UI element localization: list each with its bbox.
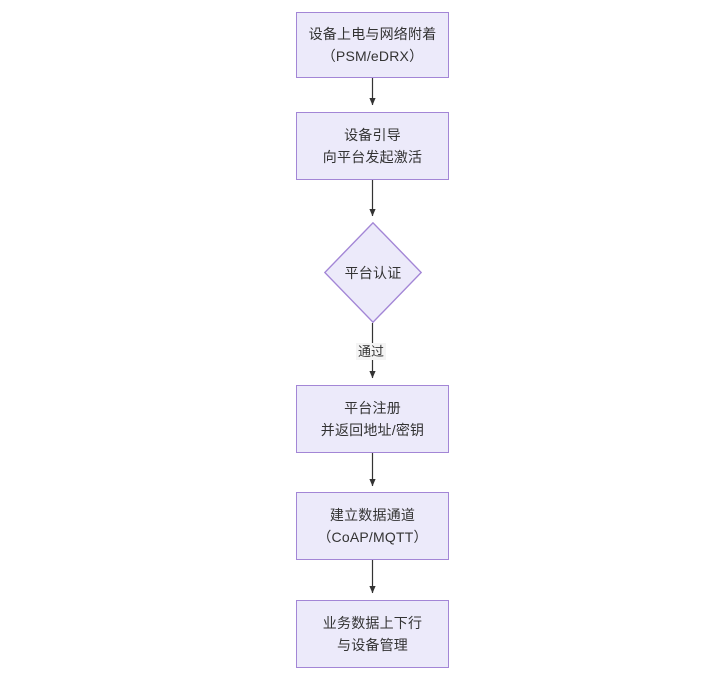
edge-label-pass: 通过	[356, 343, 387, 360]
node-label-line: （PSM/eDRX）	[321, 48, 424, 64]
node-label-line: 向平台发起激活	[322, 149, 423, 165]
diamond-shape-icon	[324, 222, 422, 323]
node-establish-data-channel[interactable]: 建立数据通道 （CoAP/MQTT）	[296, 492, 449, 560]
node-label-line: 设备上电与网络附着	[308, 26, 437, 42]
node-label-line: 平台注册	[344, 400, 401, 416]
node-label-line: 业务数据上下行	[322, 615, 423, 631]
node-label-line: 设备引导	[344, 127, 401, 143]
node-business-data-management[interactable]: 业务数据上下行 与设备管理	[296, 600, 449, 668]
node-device-bootstrap[interactable]: 设备引导 向平台发起激活	[296, 112, 449, 180]
node-platform-register[interactable]: 平台注册 并返回地址/密钥	[296, 385, 449, 453]
node-device-power-on[interactable]: 设备上电与网络附着 （PSM/eDRX）	[296, 12, 449, 78]
node-platform-auth-decision[interactable]: 平台认证	[324, 222, 422, 323]
node-label-line: 建立数据通道	[329, 507, 416, 523]
node-label-line: 并返回地址/密钥	[320, 422, 425, 438]
node-label-line: 与设备管理	[337, 637, 408, 653]
node-label-line: （CoAP/MQTT）	[317, 529, 428, 545]
node-label-line: 平台认证	[344, 264, 402, 281]
